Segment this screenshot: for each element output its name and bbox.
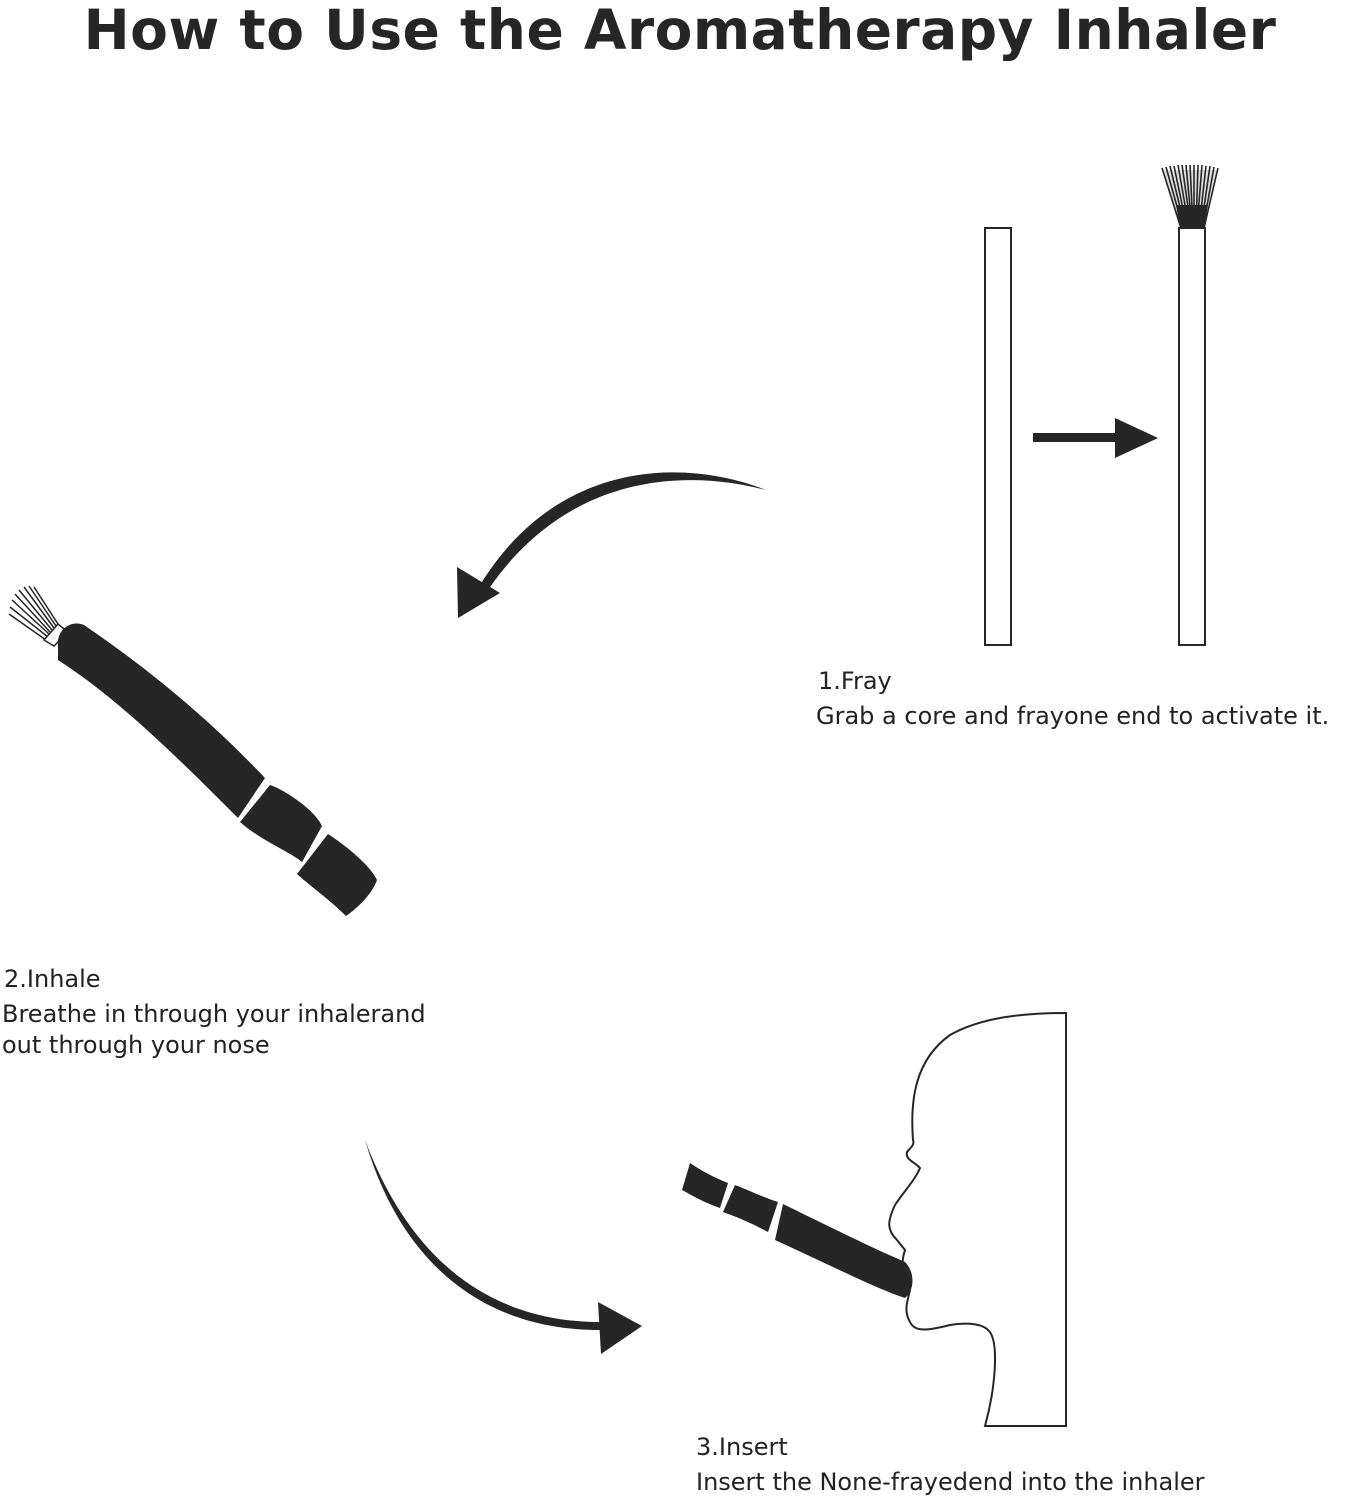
step-2-description-line-2: out through your nose [2,1031,270,1059]
inserted-inhaler-icon [682,1163,913,1298]
page-title: How to Use the Aromatherapy Inhaler [83,0,1277,62]
inhaler-icon [8,585,377,916]
step-1-label: 1.Fray [818,667,892,695]
frayed-wick-icon [1161,164,1219,646]
step-2-label: 2.Inhale [4,965,101,993]
curved-arrow-right-icon [365,1140,642,1354]
curved-arrow-left-icon [457,472,766,618]
step-1-caption: 1.Fray Grab a core and frayone end to ac… [816,666,1330,732]
plain-wick-icon [984,227,1012,646]
step-1-description: Grab a core and frayone end to activate … [816,702,1330,730]
step-2-description-line-1: Breathe in through your inhalerand [2,1000,426,1028]
step-3-label: 3.Insert [696,1433,788,1461]
step-3-caption: 3.Insert Insert the None-frayedend into … [696,1432,1205,1498]
step-2-caption: 2.Inhale Breathe in through your inhaler… [2,964,426,1061]
step-3-description: Insert the None-frayedend into the inhal… [696,1468,1205,1496]
face-profile-icon [888,1011,1067,1427]
right-arrow-icon [1033,418,1158,458]
